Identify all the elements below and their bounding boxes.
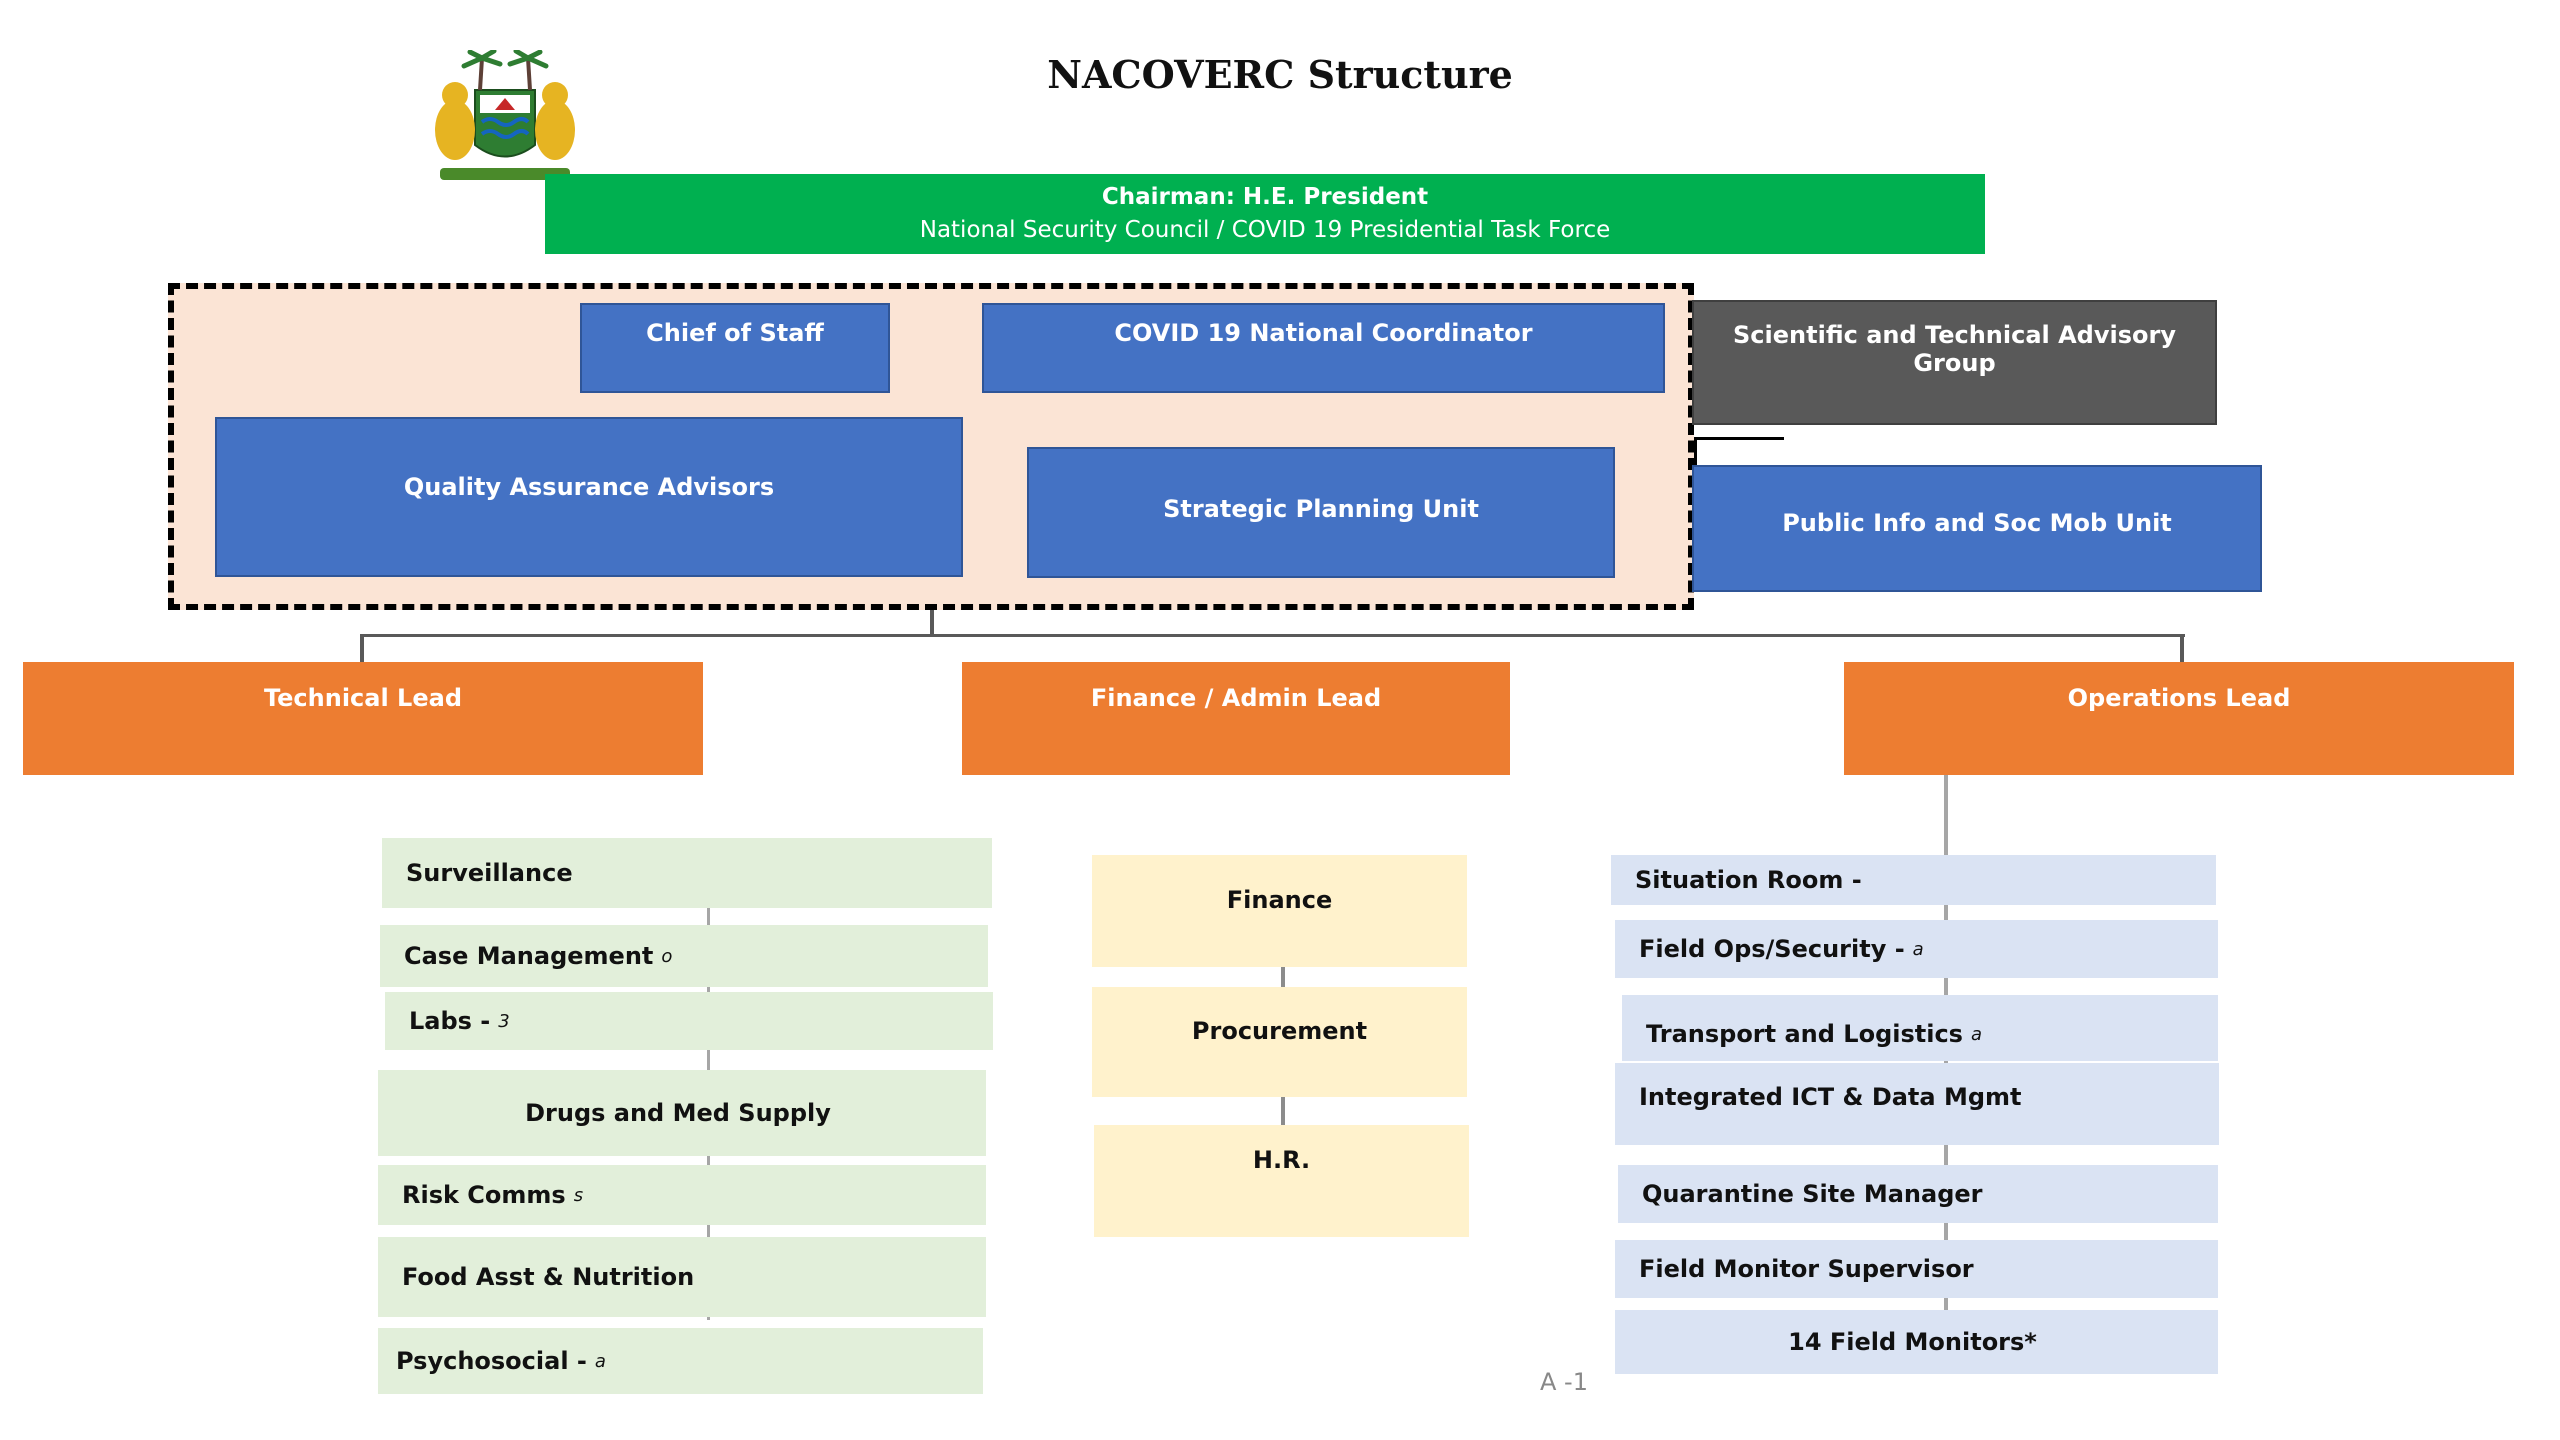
unit-suffix: 3 xyxy=(498,1010,510,1032)
unit-hr: H.R. xyxy=(1094,1125,1469,1237)
unit-label: Labs - xyxy=(409,1007,491,1035)
unit-suffix: a xyxy=(1912,938,1924,960)
quality-assurance-box: Quality Assurance Advisors xyxy=(215,417,963,577)
unit-integrated-ict: Integrated ICT & Data Mgmt xyxy=(1615,1063,2219,1145)
finance-admin-lead-box: Finance / Admin Lead xyxy=(962,662,1510,775)
chairman-subtitle: National Security Council / COVID 19 Pre… xyxy=(919,217,1611,243)
unit-label: Drugs and Med Supply xyxy=(525,1099,831,1127)
unit-label: Quarantine Site Manager xyxy=(1642,1180,1983,1208)
chief-of-staff-label: Chief of Staff xyxy=(646,319,824,347)
unit-situation-room: Situation Room - xyxy=(1611,855,2216,905)
unit-label: H.R. xyxy=(1252,1146,1311,1174)
unit-label: 14 Field Monitors* xyxy=(1788,1328,2037,1356)
advisory-group-label: Scientific and Technical Advisory Group xyxy=(1733,320,2176,377)
unit-finance: Finance xyxy=(1092,855,1467,967)
unit-suffix: a xyxy=(594,1350,606,1372)
unit-label: Case Management xyxy=(404,942,654,970)
finance-admin-lead-label: Finance / Admin Lead xyxy=(1090,684,1382,712)
unit-labs: Labs - 3 xyxy=(385,992,993,1050)
unit-field-ops-security: Field Ops/Security - a xyxy=(1615,920,2218,978)
connector-line xyxy=(360,634,2185,637)
unit-surveillance: Surveillance xyxy=(382,838,992,908)
unit-label: Finance xyxy=(1226,886,1333,914)
operations-lead-label: Operations Lead xyxy=(2067,684,2291,712)
unit-transport-logistics: Transport and Logistics a xyxy=(1622,995,2218,1061)
unit-risk-comms: Risk Comms s xyxy=(378,1165,986,1225)
technical-lead-box: Technical Lead xyxy=(23,662,703,775)
unit-food-asst-nutrition: Food Asst & Nutrition xyxy=(378,1237,986,1317)
national-coordinator-label: COVID 19 National Coordinator xyxy=(1114,319,1533,347)
connector-line xyxy=(360,634,364,664)
chairman-box: Chairman: H.E. President National Securi… xyxy=(545,174,1985,254)
unit-drugs-med-supply: Drugs and Med Supply xyxy=(378,1070,986,1156)
public-info-label: Public Info and Soc Mob Unit xyxy=(1782,508,2172,537)
national-coordinator-box: COVID 19 National Coordinator xyxy=(982,303,1665,393)
unit-label: Procurement xyxy=(1191,1017,1368,1045)
unit-field-monitors: 14 Field Monitors* xyxy=(1615,1310,2218,1374)
unit-quarantine-site-manager: Quarantine Site Manager xyxy=(1618,1165,2218,1223)
coat-of-arms-icon xyxy=(420,48,590,185)
quality-assurance-label: Quality Assurance Advisors xyxy=(403,473,775,501)
chairman-title: Chairman: H.E. President xyxy=(1101,184,1429,210)
technical-lead-label: Technical Lead xyxy=(263,684,463,712)
connector-line xyxy=(930,610,934,636)
unit-procurement: Procurement xyxy=(1092,987,1467,1097)
unit-suffix: o xyxy=(661,945,673,967)
unit-case-management: Case Management o xyxy=(380,925,988,987)
advisory-group-box: Scientific and Technical Advisory Group xyxy=(1692,300,2217,425)
unit-label: Integrated ICT & Data Mgmt xyxy=(1639,1083,2022,1111)
public-info-box: Public Info and Soc Mob Unit xyxy=(1692,465,2262,592)
unit-psychosocial: Psychosocial - a xyxy=(378,1328,983,1394)
chief-of-staff-box: Chief of Staff xyxy=(580,303,890,393)
unit-label: Situation Room - xyxy=(1635,866,1862,894)
unit-label: Field Monitor Supervisor xyxy=(1639,1255,1974,1283)
unit-label: Risk Comms xyxy=(402,1181,566,1209)
unit-suffix: a xyxy=(1970,1023,1982,1045)
unit-label: Field Ops/Security - xyxy=(1639,935,1905,963)
strategic-planning-label: Strategic Planning Unit xyxy=(1163,494,1479,523)
unit-field-monitor-supervisor: Field Monitor Supervisor xyxy=(1615,1240,2218,1298)
unit-label: Transport and Logistics xyxy=(1646,1020,1963,1048)
connector-line xyxy=(1694,437,1784,440)
unit-label: Surveillance xyxy=(406,859,573,887)
unit-suffix: s xyxy=(573,1184,584,1206)
operations-lead-box: Operations Lead xyxy=(1844,662,2514,775)
chart-title: NACOVERC Structure xyxy=(1047,52,1513,97)
connector-line xyxy=(2180,634,2184,664)
unit-label: Food Asst & Nutrition xyxy=(402,1263,695,1291)
unit-label: Psychosocial - xyxy=(396,1347,587,1375)
strategic-planning-box: Strategic Planning Unit xyxy=(1027,447,1615,578)
page-number: A -1 xyxy=(1540,1368,1588,1396)
